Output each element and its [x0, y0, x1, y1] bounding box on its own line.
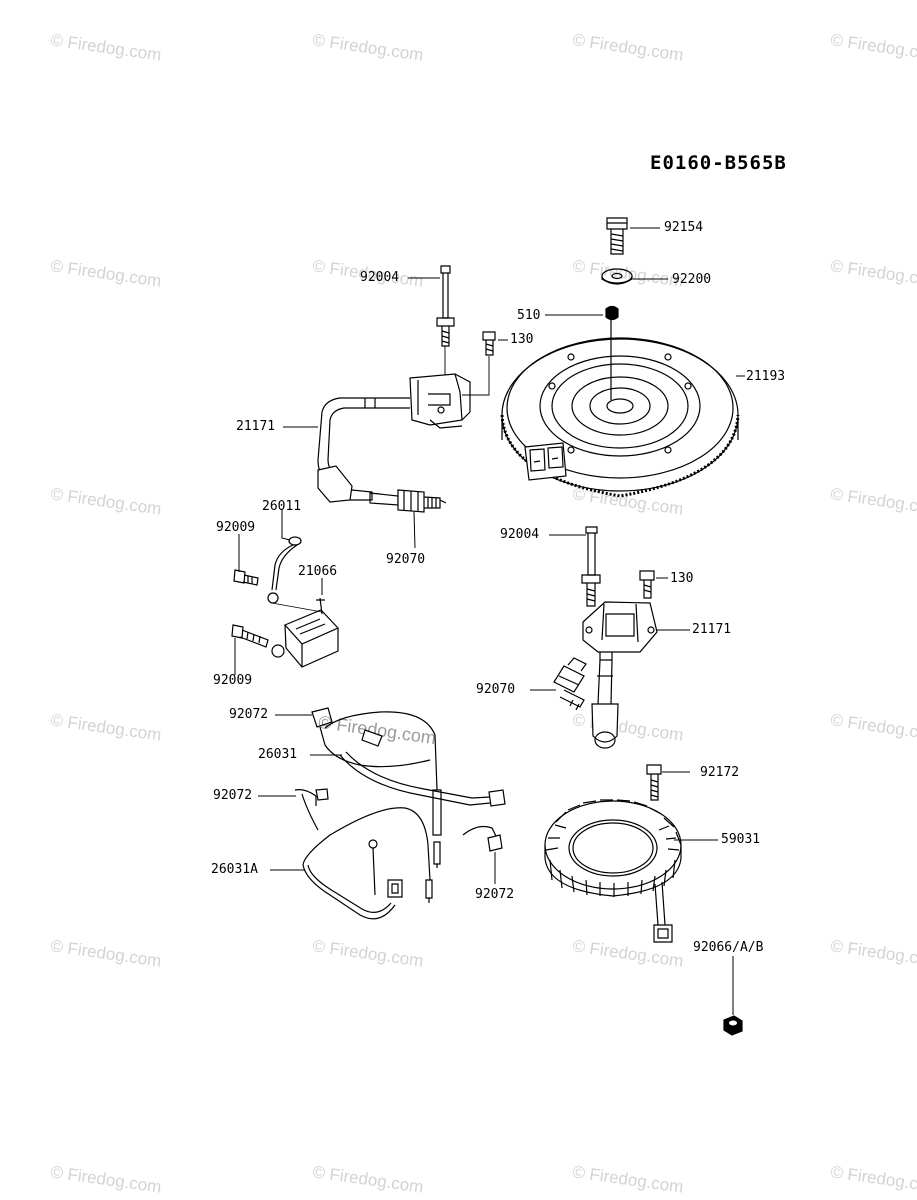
- ground-wire-26011: [268, 537, 301, 603]
- part-label-92070-lower: 92070: [476, 682, 516, 697]
- stud-92004-upper: [437, 266, 454, 378]
- part-label-92154: 92154: [664, 220, 704, 235]
- part-label-92070-upper: 92070: [386, 552, 426, 567]
- harness-26031A: [303, 808, 432, 919]
- part-label-59031: 59031: [721, 832, 761, 847]
- part-label-510: 510: [517, 308, 541, 323]
- part-label-92072-bottom: 92072: [475, 887, 515, 902]
- part-label-21193: 21193: [746, 369, 786, 384]
- key-510: [606, 307, 618, 320]
- nut-92066: [724, 1016, 742, 1035]
- flywheel-21193: [502, 320, 738, 496]
- part-label-26031: 26031: [258, 747, 298, 762]
- screw-92009-lower: [232, 625, 268, 647]
- terminal-92072-b: [463, 827, 502, 851]
- spark-plug-92070-lower: [554, 658, 586, 710]
- screw-92009-upper: [234, 570, 258, 585]
- part-label-21171-upper: 21171: [236, 419, 276, 434]
- ignition-coil-21171-upper: [318, 374, 470, 502]
- ignition-coil-21171-lower: [583, 602, 657, 748]
- module-21066: [272, 598, 338, 667]
- harness-26031: [312, 708, 505, 868]
- part-label-92072-top: 92072: [229, 707, 269, 722]
- part-label-92004-lower: 92004: [500, 527, 540, 542]
- bolt-92172: [647, 765, 661, 800]
- terminal-92072-a: [295, 789, 328, 830]
- stator-59031: [545, 800, 681, 942]
- part-label-21171-lower: 21171: [692, 622, 732, 637]
- part-label-26011: 26011: [262, 499, 302, 514]
- part-label-92072-mid: 92072: [213, 788, 253, 803]
- spark-plug-92070-upper: [370, 490, 446, 512]
- part-label-92066: 92066/A/B: [693, 940, 764, 955]
- part-label-92009-upper: 92009: [216, 520, 256, 535]
- part-label-92009-lower: 92009: [213, 673, 253, 688]
- bolt-130-upper: [462, 332, 495, 395]
- part-label-92200: 92200: [672, 272, 712, 287]
- part-label-92004-upper: 92004: [360, 270, 400, 285]
- bolt-92154: [607, 218, 627, 254]
- washer-92200: [602, 269, 632, 284]
- bolt-130-lower: [640, 571, 654, 598]
- leader-lines: [235, 228, 745, 1015]
- part-label-92172: 92172: [700, 765, 740, 780]
- part-label-21066: 21066: [298, 564, 338, 579]
- stud-92004-lower: [582, 527, 600, 606]
- part-label-130-lower: 130: [670, 571, 694, 586]
- part-label-26031A: 26031A: [211, 862, 258, 877]
- diagram-code: E0160-B565B: [650, 152, 787, 174]
- part-label-130-upper: 130: [510, 332, 534, 347]
